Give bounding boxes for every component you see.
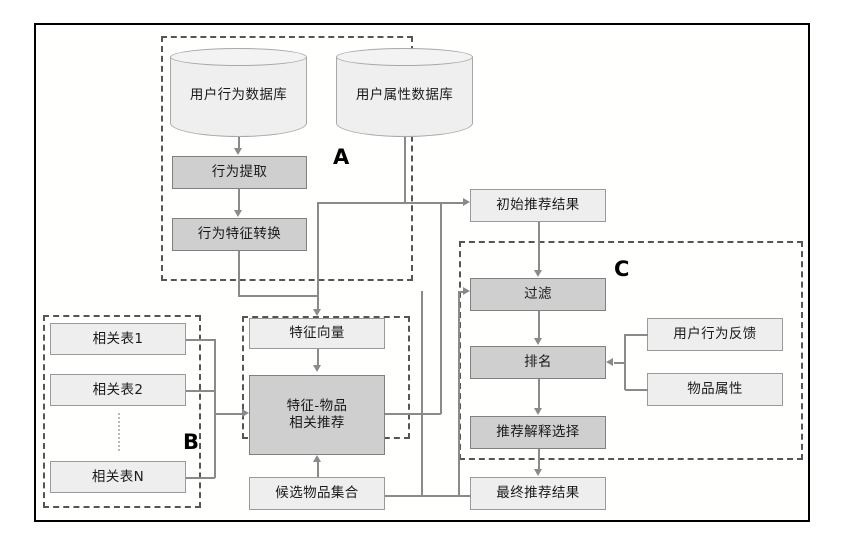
arrowhead-down [534,469,542,476]
arrowhead-right [242,409,249,417]
cylinder-top [170,48,307,66]
node-label: 用户行为反馈 [673,326,757,343]
node-behavior-extraction[interactable]: 行为提取 [172,156,307,189]
group-label-c: C [614,257,630,281]
connector-ranking-to-explanation [538,379,540,408]
node-initial-recommendation-result[interactable]: 初始推荐结果 [470,189,606,222]
node-label: 相关表1 [92,330,144,347]
arrowhead-down [534,270,542,277]
node-related-table-1[interactable]: 相关表1 [50,323,186,355]
db-user-attribute[interactable]: 用户属性数据库 [336,48,473,137]
node-label: 物品属性 [687,381,743,398]
node-label: 相关表N [91,468,145,485]
arrowhead-right [463,287,470,295]
node-related-table-n[interactable]: 相关表N [50,461,186,493]
node-label: 行为特征转换 [197,226,282,243]
node-label: 特征向量 [289,325,345,342]
connector-final-left [421,495,471,497]
node-label: 相关表2 [92,381,144,398]
cylinder-body [170,57,307,137]
node-feature-vector[interactable]: 特征向量 [249,318,385,349]
node-label-line-2: 相关推荐 [289,415,345,431]
arrowhead-left [606,358,613,366]
arrowhead-down [234,148,242,155]
connector-tables-bus [214,339,216,478]
connector-attr-to-initial [404,202,464,204]
group-label-a: A [333,145,350,169]
connector-loop-to-filter [458,291,464,293]
connector-attr-db-left [317,202,405,204]
node-behavior-feature-transform[interactable]: 行为特征转换 [172,218,307,251]
cylinder-body [336,57,473,137]
node-label: 候选物品集合 [275,485,359,502]
group-box-c [459,241,803,460]
node-final-recommendation-result[interactable]: 最终推荐结果 [470,477,606,510]
connector-filter-to-ranking [538,311,540,338]
connector-bus-to-recommender [214,413,242,415]
db-user-attribute-label: 用户属性数据库 [355,86,454,103]
connector-initial-to-filter [538,222,540,270]
connector-attr-db-to-fv [317,202,319,309]
connector-bus-to-ranking [614,362,625,364]
connector-explanation-to-final [538,449,540,469]
connector-candidate-loop-up [458,291,460,496]
node-recommendation-explanation-selection[interactable]: 推荐解释选择 [470,416,606,449]
arrowhead-down [534,408,542,415]
connector-table1-out [186,339,215,341]
connector-feedback-out [625,334,648,336]
node-label: 过滤 [524,286,552,303]
connector-tablen-out [186,477,215,479]
connector-recommender-up [440,202,442,414]
node-label: 推荐解释选择 [496,424,580,441]
db-user-behavior[interactable]: 用户行为数据库 [170,48,307,137]
connector-candidate-to-recommender [317,462,319,477]
group-label-b: B [183,430,200,454]
node-ranking[interactable]: 排名 [470,346,606,379]
arrowhead-right [463,198,470,206]
group-box-b [43,315,201,508]
node-item-attribute[interactable]: 物品属性 [647,373,783,406]
connector-extraction-to-transform [238,189,240,210]
node-user-behavior-feedback[interactable]: 用户行为反馈 [647,318,783,351]
node-label: 排名 [524,354,552,371]
node-feature-item-recommendation[interactable]: 特征-物品 相关推荐 [249,375,385,455]
node-related-table-2[interactable]: 相关表2 [50,374,186,406]
node-filter[interactable]: 过滤 [470,278,606,311]
cylinder-top [336,48,473,66]
arrowhead-down [313,365,321,372]
node-label: 初始推荐结果 [496,197,580,214]
arrowhead-down [534,338,542,345]
node-label: 最终推荐结果 [496,485,580,502]
diagram-outer-frame: A B C 用户行为数据库 用户属性数据库 行为提取 行为特征转换 特征向量 相… [34,23,810,522]
arrowhead-down [313,309,321,316]
connector-table2-out [186,390,215,392]
connector-final-loop-up [421,291,423,496]
group-box-a [161,36,413,281]
node-label: 行为提取 [211,164,268,181]
connector-transform-down [238,251,240,296]
node-label-line-1: 特征-物品 [286,398,348,415]
arrowhead-up [313,455,321,462]
connector-fv-to-recommender [317,349,319,365]
db-user-behavior-label: 用户行为数据库 [189,86,288,103]
connector-recommender-right [385,413,441,415]
connector-db-to-extraction [238,137,240,149]
connector-attribute-out [625,389,648,391]
connector-transform-right [238,295,318,297]
arrowhead-down [234,210,242,217]
node-candidate-item-set[interactable]: 候选物品集合 [249,477,385,510]
connector-attr-db-down [404,137,406,203]
ellipsis-dots [118,413,120,451]
